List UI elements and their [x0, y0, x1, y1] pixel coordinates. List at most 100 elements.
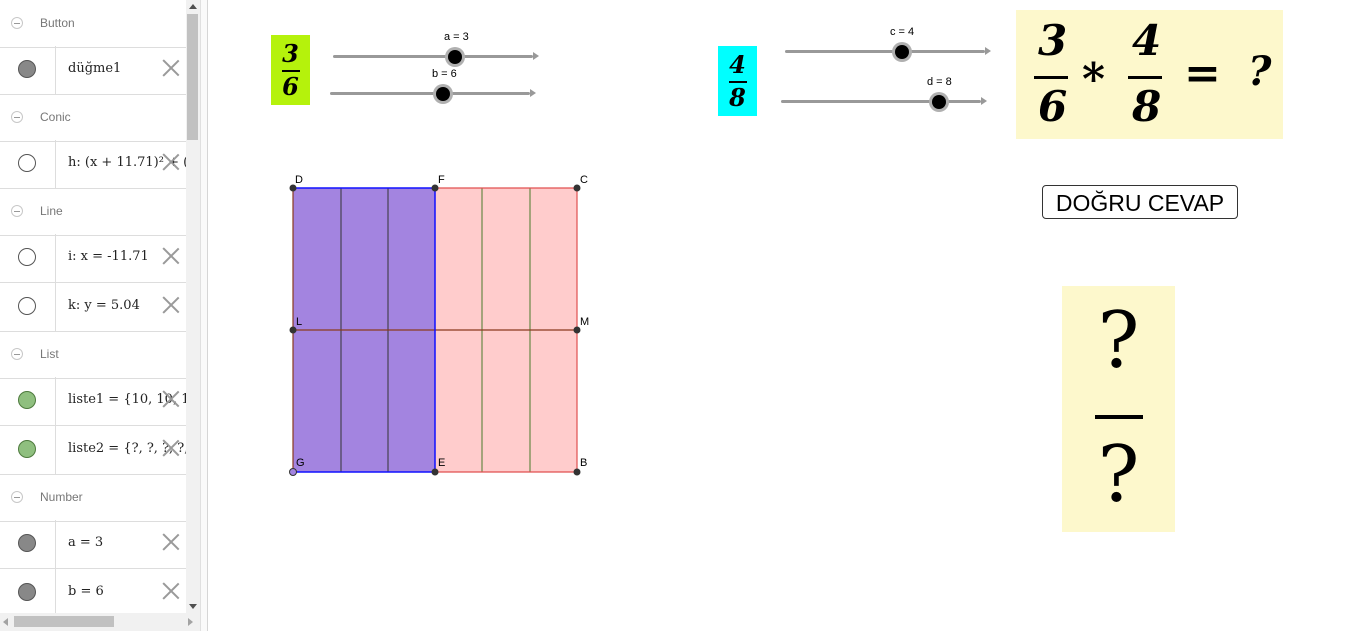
- visibility-dot-icon[interactable]: [18, 154, 36, 172]
- scroll-down-arrow-icon[interactable]: [189, 604, 197, 609]
- point-G[interactable]: [289, 468, 297, 476]
- visibility-dot-icon[interactable]: [18, 60, 36, 78]
- delete-icon[interactable]: [162, 533, 180, 551]
- slider-a-label: a = 3: [444, 31, 469, 43]
- point-B[interactable]: [573, 468, 581, 476]
- equation-equals-sign: =: [1184, 48, 1221, 99]
- point-label-L: L: [296, 316, 302, 328]
- collapse-icon[interactable]: [11, 17, 23, 29]
- slider-d[interactable]: d = 8: [781, 75, 993, 115]
- collapse-icon[interactable]: [11, 348, 23, 360]
- fraction1-denominator: 6: [282, 71, 299, 101]
- slider-d-knob[interactable]: [932, 95, 946, 109]
- point-label-C: C: [580, 174, 588, 186]
- algebra-item-text[interactable]: b = 6: [68, 584, 104, 599]
- visibility-toggle[interactable]: [0, 140, 56, 188]
- point-C[interactable]: [573, 184, 581, 192]
- visibility-dot-icon[interactable]: [18, 248, 36, 266]
- visibility-toggle[interactable]: [0, 234, 56, 282]
- algebra-item-text[interactable]: a = 3: [68, 535, 104, 550]
- algebra-item-text[interactable]: k: y = 5.04: [68, 298, 140, 313]
- algebra-item-text[interactable]: i: x = -11.71: [68, 249, 149, 264]
- result-numerator: ?: [1097, 296, 1140, 386]
- horizontal-scrollbar[interactable]: [0, 613, 200, 631]
- scroll-right-arrow-icon[interactable]: [188, 618, 193, 626]
- slider-a-arrow-icon: [533, 52, 539, 60]
- algebra-item-conic-h[interactable]: h: (x + 11.71)² + (y: [0, 140, 186, 189]
- scroll-thumb[interactable]: [187, 14, 198, 140]
- fraction2-numerator: 4: [729, 49, 746, 79]
- delete-icon[interactable]: [162, 390, 180, 408]
- slider-a[interactable]: a = 3: [333, 30, 543, 70]
- algebra-item-text[interactable]: liste1 = {10, 10, 10,: [68, 392, 186, 407]
- algebra-item-list2[interactable]: liste2 = {?, ?, ?, ?, ?: [0, 426, 186, 475]
- algebra-item-number-b[interactable]: b = 6: [0, 569, 186, 613]
- visibility-toggle[interactable]: [0, 520, 56, 568]
- view-splitter[interactable]: [200, 0, 208, 631]
- graphics-view[interactable]: 3 6 a = 3 b = 6 4 8 c = 4 d = 8 3: [208, 0, 1366, 631]
- algebra-item-text[interactable]: liste2 = {?, ?, ?, ?, ?: [68, 441, 186, 456]
- point-M[interactable]: [573, 326, 581, 334]
- point-D[interactable]: [289, 184, 297, 192]
- visibility-toggle[interactable]: [0, 426, 56, 474]
- algebra-item-button1[interactable]: düğme1: [0, 46, 186, 95]
- collapse-icon[interactable]: [11, 491, 23, 503]
- visibility-toggle[interactable]: [0, 46, 56, 94]
- scroll-left-arrow-icon[interactable]: [3, 618, 8, 626]
- group-button[interactable]: Button: [0, 0, 186, 48]
- result-denominator: ?: [1097, 430, 1140, 520]
- slider-b-knob[interactable]: [436, 87, 450, 101]
- fraction-grid: D F C L M G E B: [289, 174, 589, 476]
- delete-icon[interactable]: [162, 153, 180, 171]
- algebra-view: Button düğme1 Conic h: (x + 11.71)² + (y…: [0, 0, 186, 613]
- point-label-D: D: [295, 174, 303, 186]
- scroll-up-arrow-icon[interactable]: [189, 4, 197, 9]
- visibility-dot-icon[interactable]: [18, 440, 36, 458]
- group-line[interactable]: Line: [0, 188, 186, 236]
- equation-multiply-sign: *: [1082, 54, 1106, 105]
- point-F[interactable]: [431, 184, 439, 192]
- visibility-toggle[interactable]: [0, 377, 56, 425]
- collapse-icon[interactable]: [11, 205, 23, 217]
- group-list[interactable]: List: [0, 331, 186, 379]
- visibility-dot-icon[interactable]: [18, 583, 36, 601]
- visibility-dot-icon[interactable]: [18, 297, 36, 315]
- group-title: Number: [40, 490, 83, 504]
- algebra-item-text[interactable]: düğme1: [68, 61, 122, 76]
- delete-icon[interactable]: [162, 59, 180, 77]
- slider-b-track[interactable]: [330, 92, 530, 95]
- correct-answer-button[interactable]: DOĞRU CEVAP: [1042, 185, 1238, 219]
- visibility-dot-icon[interactable]: [18, 534, 36, 552]
- group-title: Button: [40, 16, 75, 30]
- slider-c-knob[interactable]: [895, 45, 909, 59]
- group-number[interactable]: Number: [0, 474, 186, 522]
- slider-c-track[interactable]: [785, 50, 985, 53]
- point-L[interactable]: [289, 326, 297, 334]
- point-E[interactable]: [431, 468, 439, 476]
- slider-b[interactable]: b = 6: [330, 67, 540, 107]
- fraction1-numerator: 3: [282, 38, 299, 68]
- collapse-icon[interactable]: [11, 111, 23, 123]
- delete-icon[interactable]: [162, 582, 180, 600]
- vertical-scrollbar[interactable]: [186, 0, 200, 613]
- visibility-toggle[interactable]: [0, 569, 56, 613]
- slider-a-knob[interactable]: [448, 50, 462, 64]
- equation-denominator-2: 8: [1132, 82, 1162, 131]
- algebra-item-number-a[interactable]: a = 3: [0, 520, 186, 569]
- visibility-dot-icon[interactable]: [18, 391, 36, 409]
- delete-icon[interactable]: [162, 439, 180, 457]
- delete-icon[interactable]: [162, 296, 180, 314]
- scroll-thumb[interactable]: [14, 616, 114, 627]
- point-label-G: G: [296, 457, 305, 469]
- algebra-item-line-k[interactable]: k: y = 5.04: [0, 283, 186, 332]
- group-conic[interactable]: Conic: [0, 94, 186, 142]
- algebra-item-list1[interactable]: liste1 = {10, 10, 10,: [0, 377, 186, 426]
- slider-d-track[interactable]: [781, 100, 981, 103]
- slider-a-track[interactable]: [333, 55, 533, 58]
- algebra-item-line-i[interactable]: i: x = -11.71: [0, 234, 186, 283]
- algebra-item-text[interactable]: h: (x + 11.71)² + (y: [68, 155, 186, 170]
- equation-numerator-1: 3: [1038, 16, 1068, 65]
- visibility-toggle[interactable]: [0, 283, 56, 331]
- slider-c[interactable]: c = 4: [785, 25, 997, 65]
- delete-icon[interactable]: [162, 247, 180, 265]
